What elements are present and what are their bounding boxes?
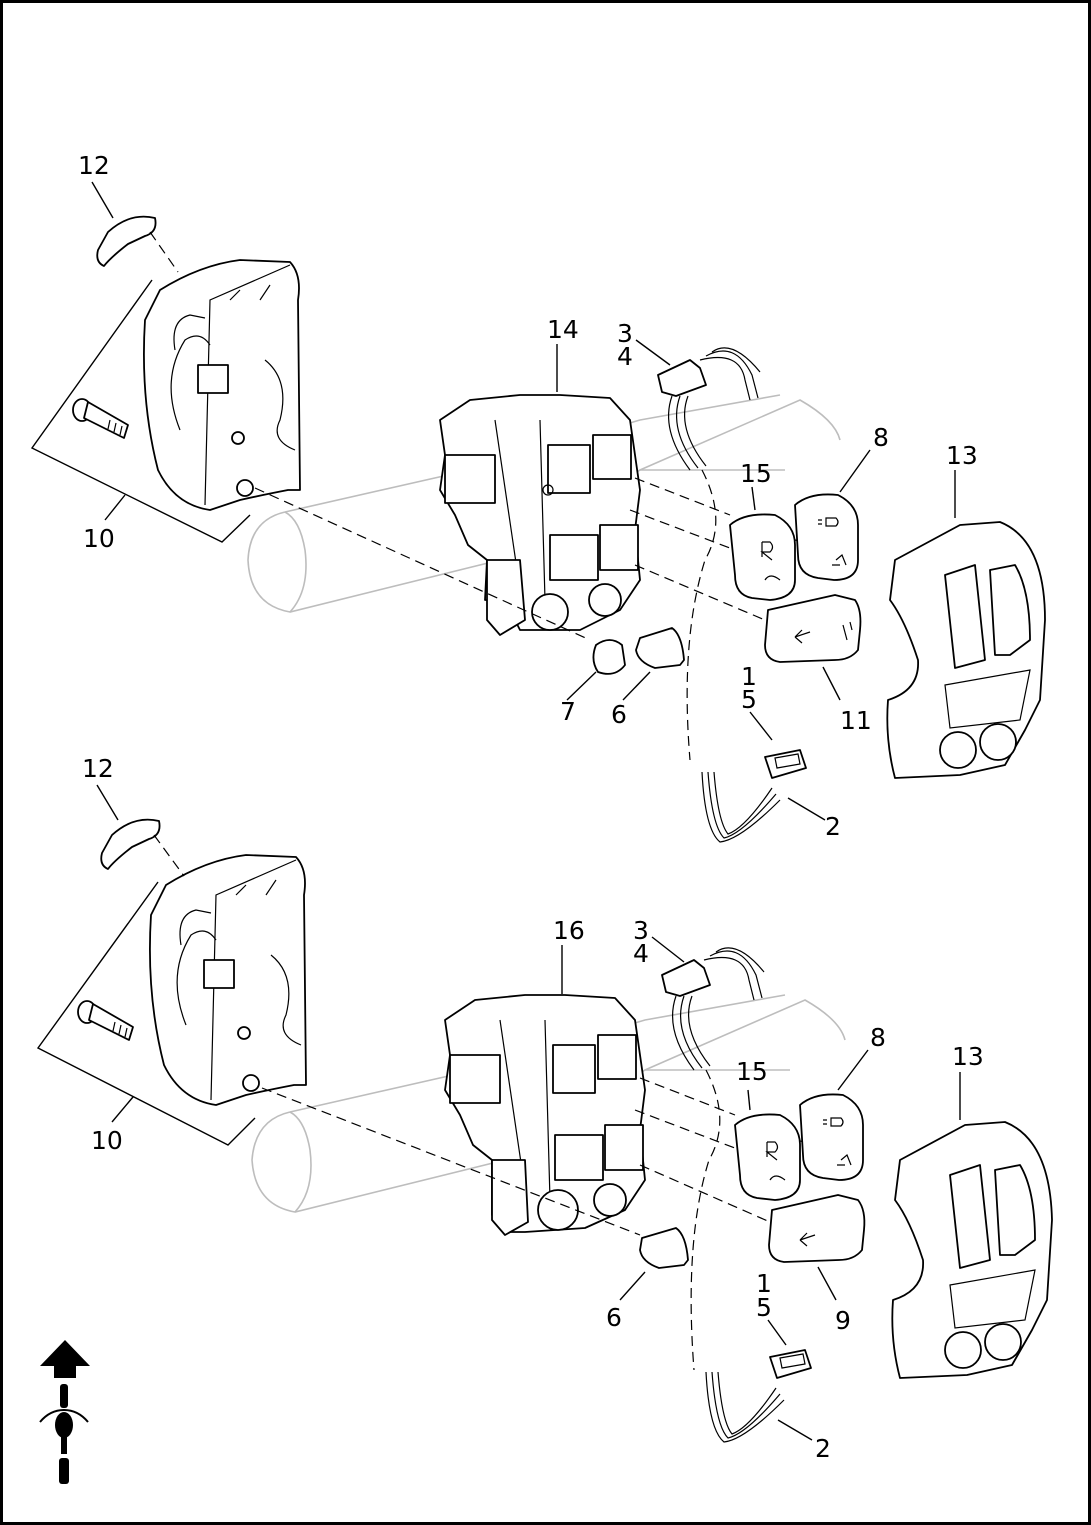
lower-connector-top bbox=[661, 947, 765, 1071]
lower-callout-2: 2 bbox=[815, 1434, 831, 1463]
lower-callout-10: 10 bbox=[91, 1126, 123, 1155]
upper-callout-2: 2 bbox=[825, 812, 841, 841]
upper-callout-3: 3 bbox=[617, 319, 633, 348]
upper-callout-14: 14 bbox=[547, 315, 579, 344]
upper-callout-12: 12 bbox=[78, 151, 110, 180]
lower-connector-bottom bbox=[705, 1349, 812, 1443]
lower-assembly: 12 10 16 3 4 8 15 13 6 1 5 9 2 bbox=[36, 754, 1053, 1463]
lower-callout-13: 13 bbox=[952, 1042, 984, 1071]
lower-callout-15: 15 bbox=[736, 1057, 768, 1086]
lower-switch-cap-8 bbox=[799, 1093, 864, 1181]
upper-callout-6: 6 bbox=[611, 700, 627, 729]
orientation-icon bbox=[39, 1340, 90, 1484]
upper-button-6 bbox=[635, 627, 685, 669]
upper-button-7 bbox=[592, 639, 626, 675]
upper-switch-cap-11 bbox=[764, 594, 862, 663]
lower-button-6 bbox=[639, 1227, 689, 1269]
upper-callout-13: 13 bbox=[946, 441, 978, 470]
upper-connector-top bbox=[657, 347, 761, 471]
lower-callout-12: 12 bbox=[82, 754, 114, 783]
lower-callout-6: 6 bbox=[606, 1303, 622, 1332]
lower-callout-9: 9 bbox=[835, 1306, 851, 1335]
upper-screw bbox=[72, 398, 129, 439]
lower-switch-cap-15 bbox=[734, 1113, 801, 1201]
upper-callout-10: 10 bbox=[83, 524, 115, 553]
upper-callout-4: 4 bbox=[617, 342, 633, 371]
upper-callout-15: 15 bbox=[740, 459, 772, 488]
lower-callout-1: 1 bbox=[756, 1269, 772, 1298]
upper-assembly: 12 10 14 3 4 8 15 13 7 6 1 5 11 2 bbox=[30, 151, 1046, 843]
upper-switch-cap-8 bbox=[794, 493, 859, 581]
upper-callout-8: 8 bbox=[873, 423, 889, 452]
upper-cap bbox=[96, 215, 157, 267]
upper-switch-cap-15 bbox=[729, 513, 796, 601]
upper-callout-11: 11 bbox=[840, 706, 872, 735]
upper-callout-1: 1 bbox=[741, 662, 757, 691]
lower-switch-cap-9 bbox=[768, 1194, 866, 1263]
lower-screw bbox=[77, 1000, 134, 1041]
motorcycle-top-view-icon bbox=[39, 1384, 89, 1484]
lower-callout-5: 5 bbox=[756, 1293, 772, 1322]
lower-callout-16: 16 bbox=[553, 916, 585, 945]
lower-lower-housing bbox=[149, 854, 307, 1106]
upper-lower-housing bbox=[143, 259, 301, 511]
lower-callout-8: 8 bbox=[870, 1023, 886, 1052]
upper-callout-5: 5 bbox=[741, 685, 757, 714]
lower-callout-3: 3 bbox=[633, 916, 649, 945]
upper-upper-housing bbox=[886, 521, 1046, 779]
lower-cap bbox=[100, 818, 161, 870]
upper-connector-bottom bbox=[701, 749, 807, 843]
lower-switch-module bbox=[444, 994, 646, 1236]
upper-switch-module bbox=[439, 394, 641, 636]
lower-callout-4: 4 bbox=[633, 939, 649, 968]
lower-upper-housing bbox=[891, 1121, 1053, 1379]
arrow-up-icon bbox=[40, 1340, 90, 1378]
upper-callout-7: 7 bbox=[560, 697, 576, 726]
